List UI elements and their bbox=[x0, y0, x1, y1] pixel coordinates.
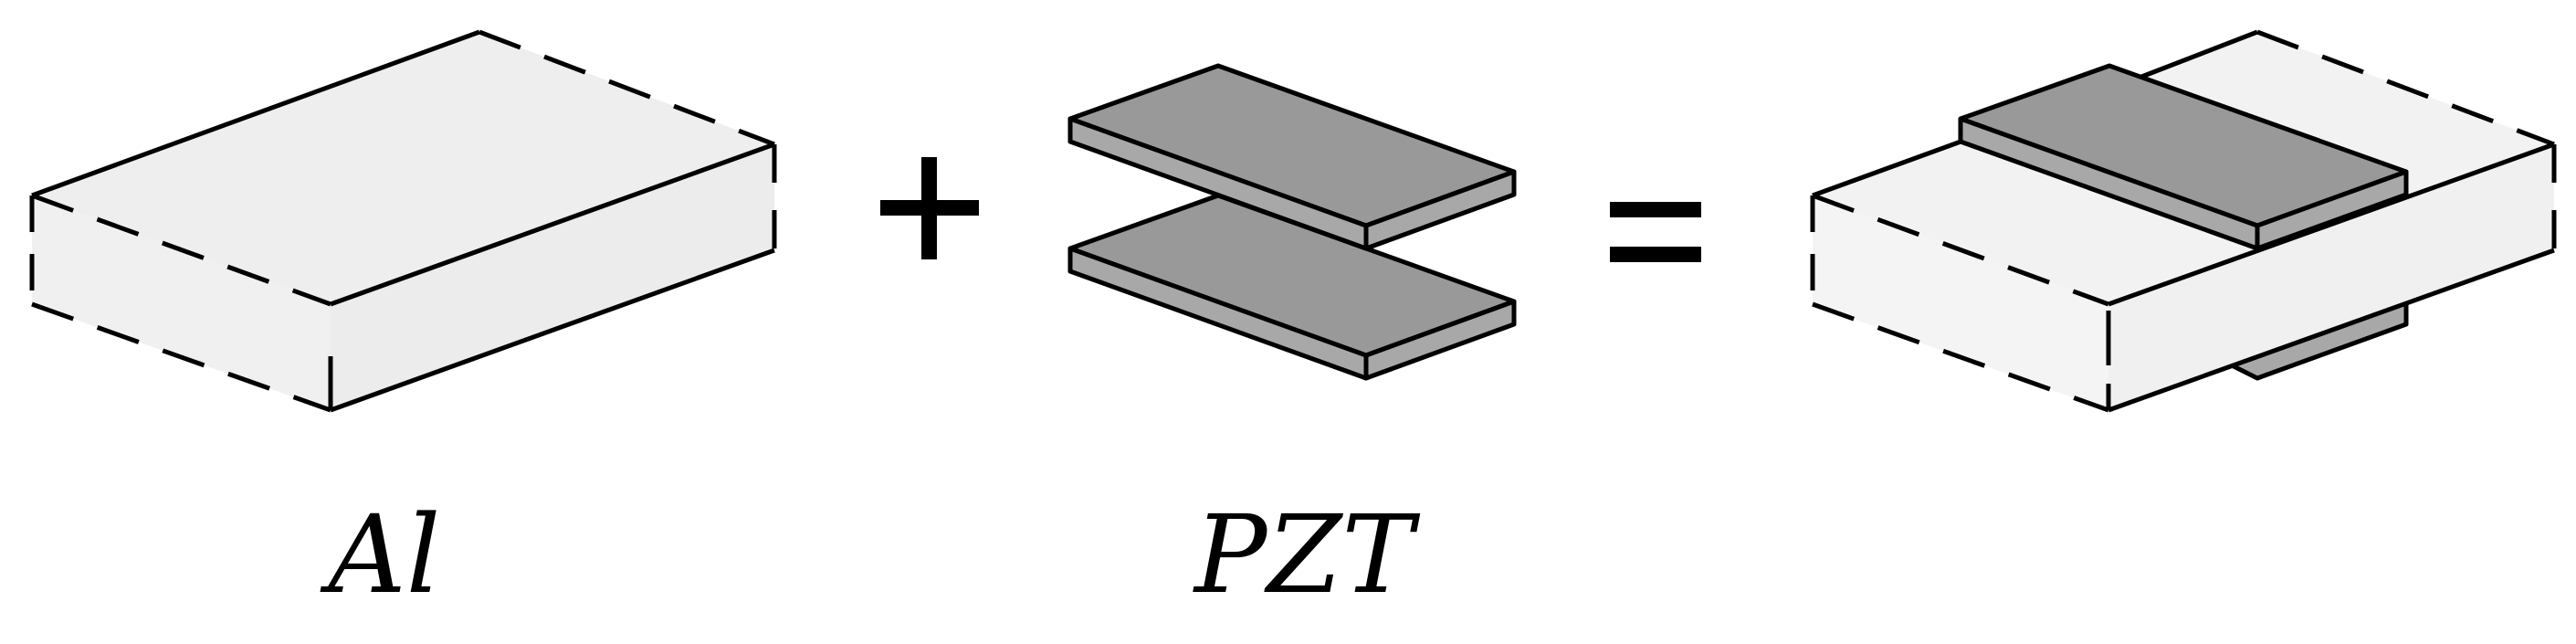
aluminum-block-front-face bbox=[331, 144, 774, 410]
pzt-plates bbox=[1067, 63, 1517, 381]
equals-operator bbox=[1610, 202, 1701, 262]
pzt-plate-top-bonded bbox=[1958, 63, 2409, 251]
composite-block-left-face bbox=[1813, 195, 2108, 410]
pzt-label: PZT bbox=[1193, 491, 1414, 618]
aluminum-block bbox=[29, 29, 777, 413]
composite-block-front-face bbox=[2108, 144, 2554, 410]
plus-operator bbox=[880, 157, 979, 259]
aluminum-block-top-face bbox=[32, 32, 774, 304]
composite-result bbox=[1810, 29, 2557, 413]
aluminum-label: Al bbox=[328, 491, 441, 618]
pzt-plate-upper bbox=[1067, 63, 1517, 251]
aluminum-block-left-face bbox=[32, 195, 331, 410]
pzt-plate-lower bbox=[1067, 193, 1517, 381]
